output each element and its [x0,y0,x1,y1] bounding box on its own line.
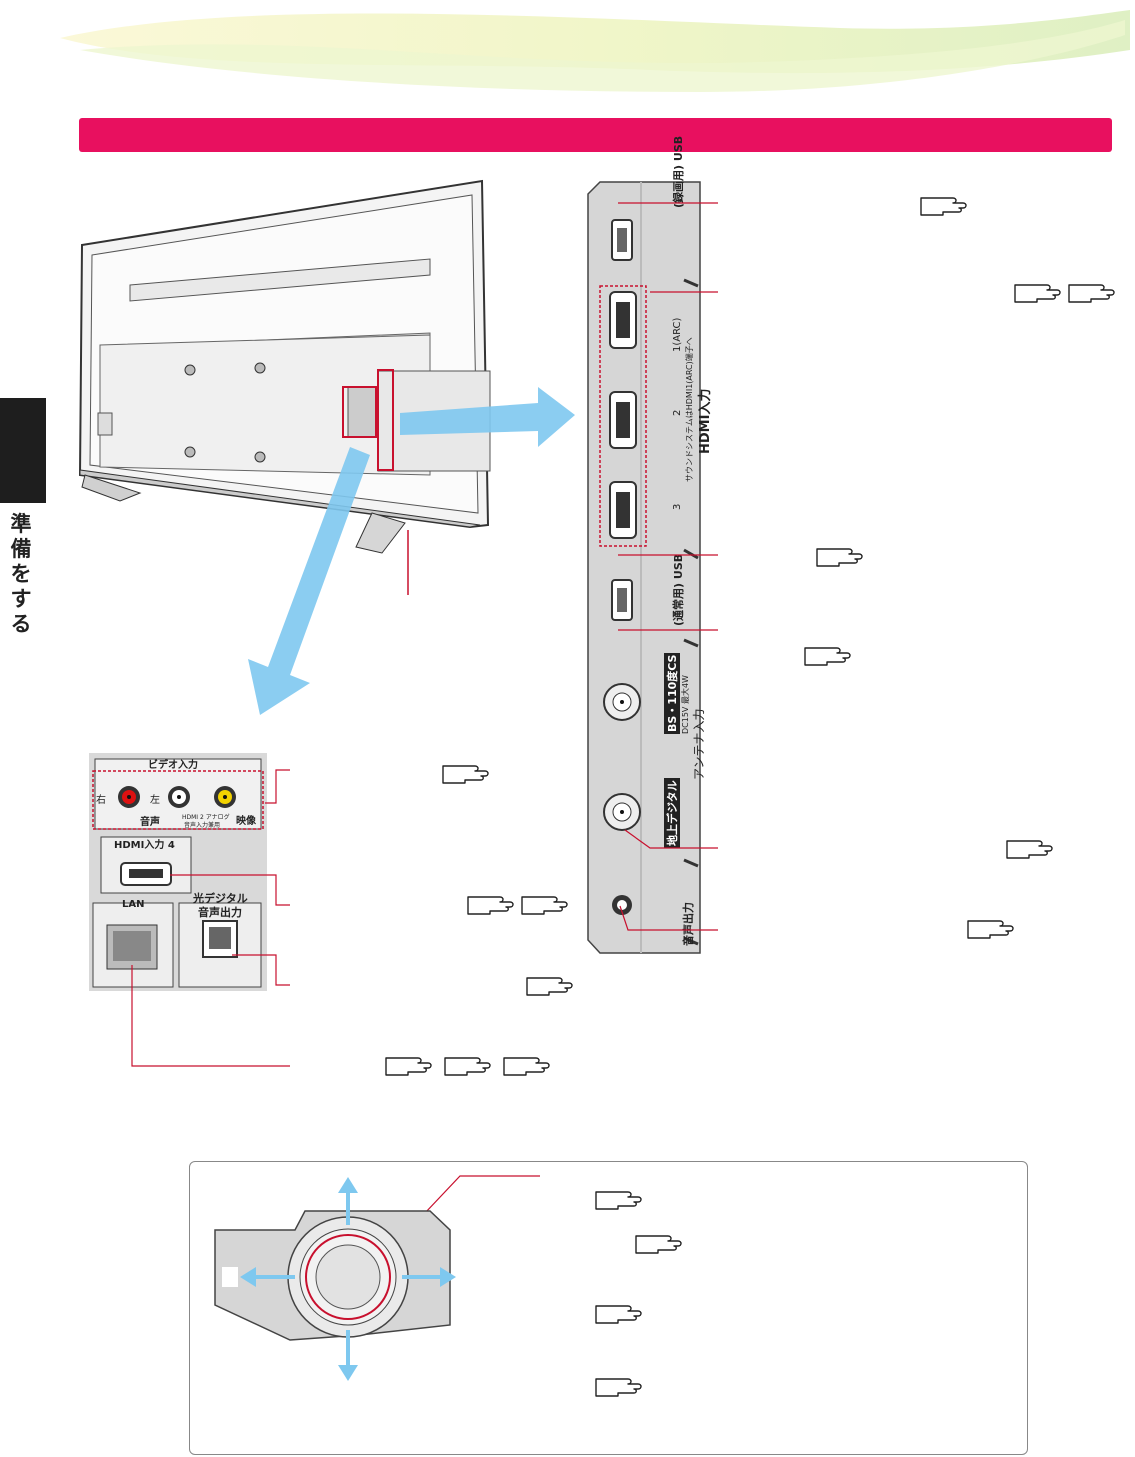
reference-hand-icon [1068,284,1115,303]
optical-label-2: 音声出力 [198,906,242,919]
reference-hand-icon [920,197,967,216]
side-panel-details [92,758,264,988]
header-wave [60,10,1130,92]
reference-hand-icon [804,647,851,666]
joystick-info-box [189,1161,1028,1455]
reference-hand-icon [444,1057,491,1076]
lan-label: LAN [122,899,145,910]
chapter-tab [0,398,46,503]
hdmi4-label: HDMI入力 4 [114,840,175,851]
reference-hand-icon [1006,840,1053,859]
hdmi2-note-1: HDMI 2 アナログ [182,814,230,821]
reference-hand-icon [467,896,514,915]
reference-hand-icon [442,765,489,784]
video-in-label: ビデオ入力 [148,760,198,771]
reference-hand-icon [967,920,1014,939]
reference-hand-icon [526,977,573,996]
reference-hand-icon [1014,284,1061,303]
back-terminal-panel [587,181,701,954]
joystick-illustration [214,1177,456,1381]
chapter-label: 準 備 を す る [10,512,32,636]
reference-hand-icon [816,548,863,567]
reference-hand-icon [503,1057,550,1076]
audio-label: 音声 [140,817,160,828]
reference-hand-icon [521,896,568,915]
tv-rear-illustration [78,179,575,715]
right-label: 右 [96,795,106,806]
left-label: 左 [150,795,160,806]
hdmi2-note-2: 音声入力兼用 [184,822,221,829]
section-banner [79,118,1112,152]
optical-label-1: 光デジタル [193,892,248,905]
video-label: 映像 [236,816,256,827]
reference-hand-icon [385,1057,432,1076]
